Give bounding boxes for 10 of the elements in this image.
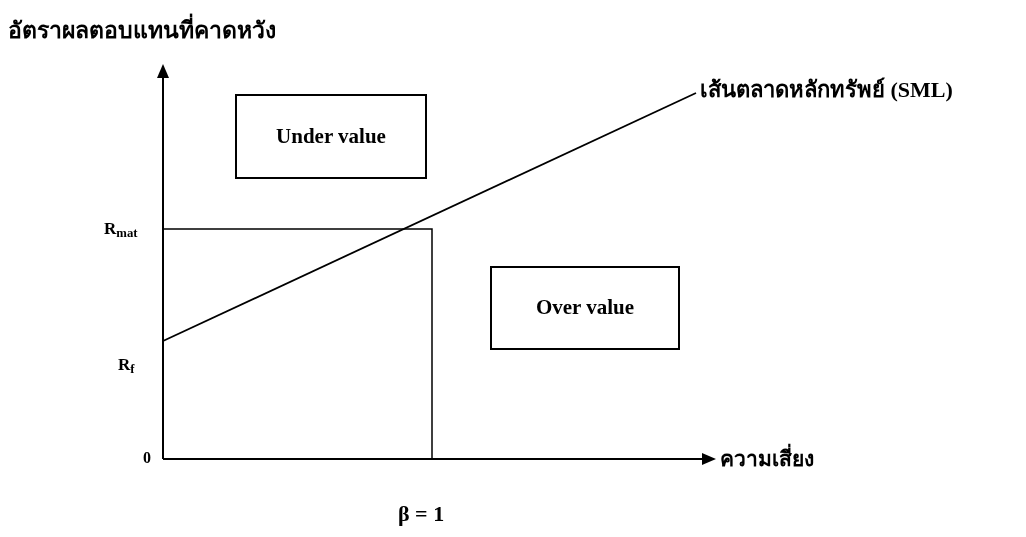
axis-title: อัตราผลตอบแทนที่คาดหวัง xyxy=(8,14,276,49)
axis-tick-label: β = 1 xyxy=(398,500,445,528)
security-market-line xyxy=(162,92,697,342)
line-label: เส้นตลาดหลักทรัพย์ (SML) xyxy=(700,72,1022,106)
axis-tick-label: R$_{f}$ xyxy=(118,354,135,378)
axis-tick-label: R$_{mat}$ xyxy=(104,218,138,242)
region-box: Under value xyxy=(235,94,427,179)
region-box: Over value xyxy=(490,266,680,350)
axis-title: ความเสี่ยง xyxy=(720,444,814,476)
axis-tick-label: 0 xyxy=(143,448,151,468)
